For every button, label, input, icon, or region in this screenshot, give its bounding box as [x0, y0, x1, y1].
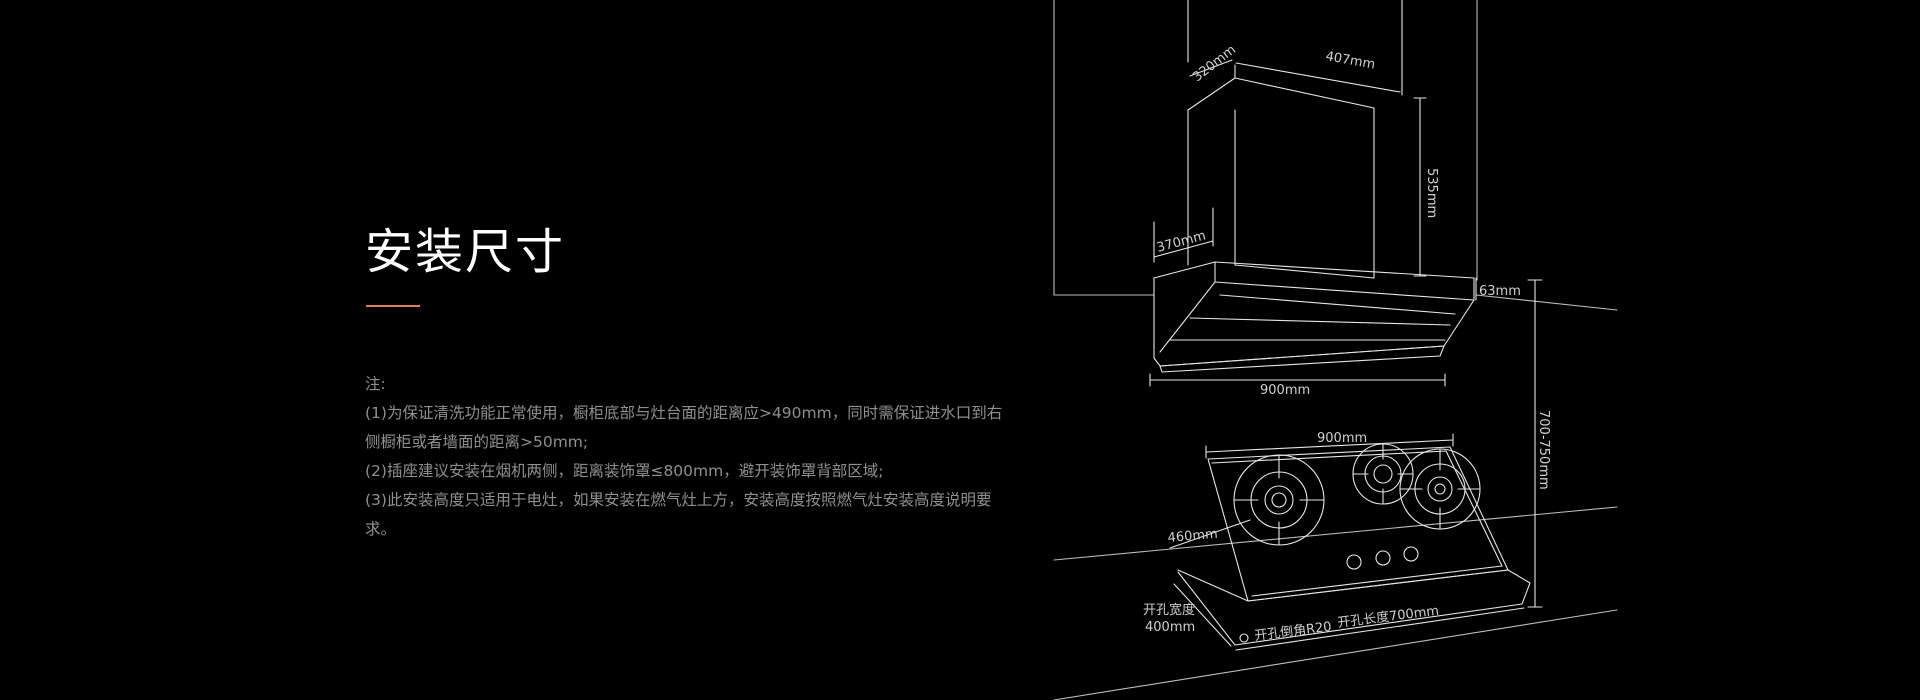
hood-inner-3 [1189, 317, 1451, 326]
note-item-2: (2)插座建议安装在烟机两侧，距离装饰罩≤800mm，避开装饰罩背部区域; [365, 462, 884, 480]
burner-left [1233, 454, 1325, 546]
hood-lower-face [1153, 277, 1475, 367]
hood-inner-1 [1159, 281, 1216, 353]
label-hood-depth-top: 320mm [1190, 42, 1239, 85]
label-cutout-corner: 开孔倒角R20 [1254, 620, 1333, 644]
label-hood-width: 900mm [1260, 383, 1310, 398]
wall-line-mid [1053, 506, 1618, 561]
hood-front-face [1214, 261, 1475, 301]
cutout-corner-marker [1239, 633, 1249, 643]
hood-inner-2 [1219, 294, 1456, 315]
label-hob-width: 900mm [1317, 431, 1367, 446]
notes-block: 注: (1)为保证清洗功能正常使用，橱柜底部与灶台面的距离应>490mm，同时需… [365, 370, 1015, 544]
knob-3 [1403, 546, 1419, 562]
cutout-bottom-dim [1235, 607, 1525, 651]
wall-line-upper [1475, 294, 1618, 311]
label-install-height: 700-750mm [1536, 410, 1551, 490]
installation-diagram-svg: 320mm 407mm 535mm 370mm 63mm 900mm 700-7… [1053, 0, 1618, 700]
label-cutout-width-line1: 开孔宽度 [1143, 602, 1195, 618]
label-cutout-length: 开孔长度700mm [1337, 603, 1440, 631]
hood-top-edge [1153, 261, 1475, 301]
label-cutout-width-line2: 400mm [1145, 620, 1195, 635]
burner-middle [1352, 443, 1414, 505]
dim-top-width [1235, 62, 1401, 93]
dim-top-depth [1189, 59, 1233, 77]
wall-line-floor [1053, 609, 1618, 700]
hob-inner [1211, 450, 1503, 597]
dim-hob-width [1205, 439, 1454, 453]
dim-hood-depth [1153, 240, 1214, 258]
label-chimney-height: 535mm [1424, 168, 1439, 218]
label-hood-depth: 370mm [1155, 228, 1207, 255]
hob-outline [1207, 446, 1509, 602]
note-item-1: (1)为保证清洗功能正常使用，橱柜底部与灶台面的距离应>490mm，同时需保证进… [365, 404, 1003, 451]
cutout-outline [1177, 569, 1531, 646]
hood-bottom-lip [1159, 345, 1445, 373]
installation-diagram: 320mm 407mm 535mm 370mm 63mm 900mm 700-7… [1050, 0, 1630, 700]
chimney-front [1234, 107, 1375, 279]
label-hob-depth: 460mm [1167, 527, 1218, 546]
label-hood-width-top: 407mm [1324, 49, 1376, 72]
dim-hob-depth [1169, 519, 1251, 549]
wall-line-left [1053, 0, 1155, 296]
burner-right [1399, 448, 1481, 530]
label-cutout-width: 开孔宽度 400mm [1143, 602, 1199, 635]
knob-2 [1375, 550, 1391, 566]
title-underline [366, 305, 420, 307]
notes-heading: 注: [365, 375, 386, 393]
knob-1 [1346, 554, 1362, 570]
label-hood-thickness: 63mm [1479, 284, 1521, 299]
section-title: 安装尺寸 [365, 224, 566, 280]
cutout-left-dim [1173, 583, 1232, 647]
note-item-3: (3)此安装高度只适用于电灶，如果安装在燃气灶上方，安装高度按照燃气灶安装高度说… [365, 491, 992, 538]
